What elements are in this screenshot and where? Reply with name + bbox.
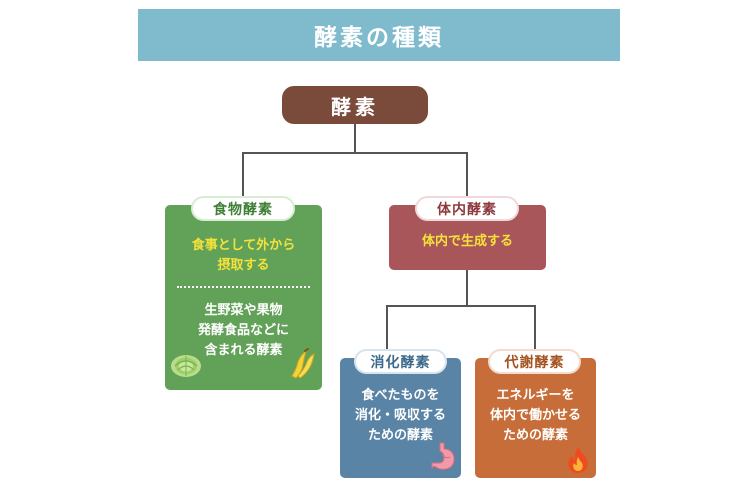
fire-icon (568, 447, 588, 473)
connector-level1-bar (242, 152, 468, 154)
digestive-desc-line3: ための酵素 (367, 428, 433, 443)
connector-to-digestive (386, 305, 388, 351)
metabolic-enzyme-label-text: 代謝酵素 (504, 354, 565, 371)
metabolic-desc-line2: 体内で働かせる (489, 408, 581, 423)
connector-to-metabolic (534, 305, 536, 351)
connector-body-stem (466, 270, 468, 306)
connector-to-body (466, 152, 468, 198)
metabolic-desc-line3: ための酵素 (502, 428, 568, 443)
connector-root-stem (354, 124, 356, 153)
digestive-enzyme-description: 食べたものを 消化・吸収する ための酵素 (340, 386, 461, 446)
food-enzyme-examples: 生野菜や果物 発酵食品などに 含まれる酵素 (165, 301, 322, 361)
food-enzyme-label-text: 食物酵素 (213, 201, 273, 218)
digestive-enzyme-label-text: 消化酵素 (370, 354, 431, 371)
food-desc-line2: 摂取する (217, 258, 270, 273)
metabolic-enzyme-label: 代謝酵素 (488, 349, 581, 374)
digestive-enzyme-card (340, 358, 461, 478)
page-title: 酵素の種類 (314, 25, 444, 51)
connector-to-food (242, 152, 244, 198)
title-banner: 酵素の種類 (138, 9, 620, 61)
metabolic-enzyme-description: エネルギーを 体内で働かせる ための酵素 (475, 386, 596, 446)
metabolic-desc-line1: エネルギーを (496, 388, 575, 403)
cabbage-icon (171, 355, 201, 377)
food-examples-line2: 発酵食品などに (197, 323, 289, 338)
food-enzyme-label: 食物酵素 (191, 196, 295, 221)
dotted-divider (177, 286, 310, 288)
body-enzyme-label-text: 体内酵素 (437, 201, 497, 218)
body-enzyme-description: 体内で生成する (421, 234, 513, 249)
digestive-enzyme-label: 消化酵素 (354, 349, 447, 374)
food-examples-line3: 含まれる酵素 (204, 343, 283, 358)
root-node: 酵素 (282, 86, 428, 124)
banana-icon (291, 348, 315, 379)
digestive-desc-line2: 消化・吸収する (354, 408, 446, 423)
body-enzyme-label: 体内酵素 (415, 196, 519, 221)
root-label: 酵素 (331, 94, 379, 119)
food-examples-line1: 生野菜や果物 (204, 303, 283, 318)
food-desc-line1: 食事として外から (191, 238, 296, 253)
stomach-icon (431, 442, 455, 470)
connector-level2-bar (386, 305, 536, 307)
food-enzyme-description: 食事として外から 摂取する (165, 236, 322, 276)
digestive-desc-line1: 食べたものを (361, 388, 440, 403)
